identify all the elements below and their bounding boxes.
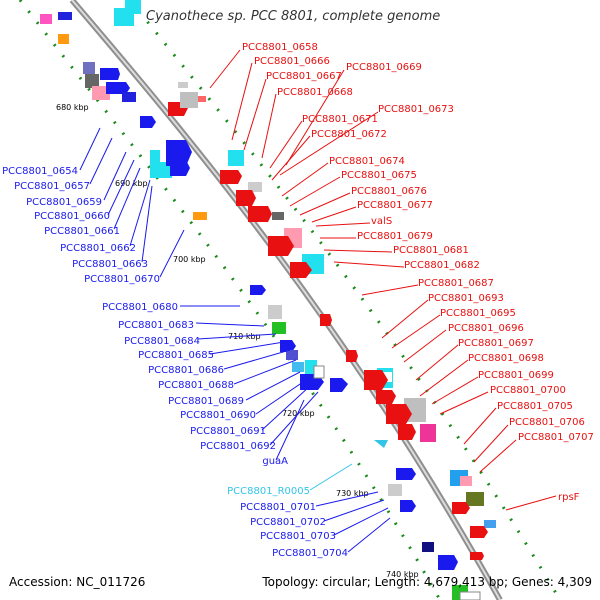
gene-label[interactable]: PCC8801_0661 bbox=[44, 226, 120, 237]
gene-label[interactable]: PCC8801_0666 bbox=[254, 56, 330, 67]
gene-label[interactable]: guaA bbox=[262, 456, 288, 467]
gene-label[interactable]: PCC8801_0697 bbox=[458, 338, 534, 349]
right-labels: PCC8801_0658 PCC8801_0666 PCC8801_0667 P… bbox=[242, 42, 594, 503]
rna-labels: PCC8801_R0005 bbox=[227, 486, 310, 497]
tick-track-inner bbox=[18, 0, 442, 600]
gene-label[interactable]: PCC8801_0681 bbox=[393, 245, 469, 256]
gene-label[interactable]: PCC8801_0682 bbox=[404, 260, 480, 271]
gene-label[interactable]: PCC8801_0707 bbox=[518, 432, 594, 443]
gene-label[interactable]: PCC8801_0670 bbox=[84, 274, 160, 285]
gene-label[interactable]: PCC8801_0669 bbox=[346, 62, 422, 73]
gene-label[interactable]: PCC8801_0686 bbox=[148, 365, 224, 376]
right-leader-lines bbox=[209, 49, 557, 511]
gene-label[interactable]: PCC8801_0687 bbox=[418, 278, 494, 289]
rna-label[interactable]: PCC8801_R0005 bbox=[227, 486, 310, 497]
gene-label[interactable]: PCC8801_0672 bbox=[311, 129, 387, 140]
kbp-marker: 740 kbp bbox=[386, 570, 419, 579]
tick-track-outer bbox=[128, 0, 562, 600]
left-leader-lines bbox=[79, 127, 391, 553]
forward-strand-features bbox=[114, 0, 496, 560]
gene-label[interactable]: PCC8801_0683 bbox=[118, 320, 194, 331]
gene-label[interactable]: PCC8801_0702 bbox=[250, 517, 326, 528]
gene-label[interactable]: PCC8801_0685 bbox=[138, 350, 214, 361]
gene-label[interactable]: PCC8801_0667 bbox=[266, 71, 342, 82]
gene-label[interactable]: PCC8801_0675 bbox=[341, 170, 417, 181]
gene-label[interactable]: PCC8801_0692 bbox=[200, 441, 276, 452]
gene-label[interactable]: PCC8801_0679 bbox=[357, 231, 433, 242]
gene-label[interactable]: PCC8801_0657 bbox=[14, 181, 90, 192]
gene-label[interactable]: PCC8801_0663 bbox=[72, 259, 148, 270]
gene-label[interactable]: valS bbox=[371, 216, 392, 227]
reverse-strand-features bbox=[40, 12, 481, 600]
gene-label[interactable]: PCC8801_0658 bbox=[242, 42, 318, 53]
gene-label[interactable]: PCC8801_0662 bbox=[60, 243, 136, 254]
gene-label[interactable]: PCC8801_0680 bbox=[102, 302, 178, 313]
gene-label[interactable]: PCC8801_0668 bbox=[277, 87, 353, 98]
left-labels: PCC8801_0654 PCC8801_0657 PCC8801_0659 P… bbox=[2, 166, 348, 559]
accession-text: Accession: NC_011726 bbox=[9, 575, 146, 589]
gene-label[interactable]: PCC8801_0704 bbox=[272, 548, 348, 559]
gene-label[interactable]: PCC8801_0684 bbox=[124, 336, 200, 347]
gene-label[interactable]: PCC8801_0659 bbox=[26, 197, 102, 208]
gene-label[interactable]: PCC8801_0677 bbox=[357, 200, 433, 211]
gene-label[interactable]: PCC8801_0689 bbox=[168, 396, 244, 407]
gene-label[interactable]: PCC8801_0698 bbox=[468, 353, 544, 364]
gene-label[interactable]: PCC8801_0691 bbox=[190, 426, 266, 437]
gene-label[interactable]: PCC8801_0688 bbox=[158, 380, 234, 391]
kbp-marker: 700 kbp bbox=[173, 255, 206, 264]
gene-label[interactable]: PCC8801_0693 bbox=[428, 293, 504, 304]
kbp-marker: 680 kbp bbox=[56, 103, 89, 112]
gene-label[interactable]: PCC8801_0690 bbox=[180, 410, 256, 421]
gene-label[interactable]: PCC8801_0676 bbox=[351, 186, 427, 197]
gene-label[interactable]: PCC8801_0703 bbox=[260, 531, 336, 542]
kbp-marker: 690 kbp bbox=[115, 179, 148, 188]
gene-label[interactable]: PCC8801_0705 bbox=[497, 401, 573, 412]
gene-label[interactable]: PCC8801_0700 bbox=[490, 385, 566, 396]
genome-title: Cyanothece sp. PCC 8801, complete genome bbox=[146, 9, 441, 24]
gene-label[interactable]: PCC8801_0699 bbox=[478, 370, 554, 381]
kbp-marker: 730 kbp bbox=[336, 489, 369, 498]
gene-label[interactable]: PCC8801_0673 bbox=[378, 104, 454, 115]
gene-label[interactable]: rpsF bbox=[558, 492, 580, 503]
gene-label[interactable]: PCC8801_0654 bbox=[2, 166, 78, 177]
gene-label[interactable]: PCC8801_0674 bbox=[329, 156, 405, 167]
gene-label[interactable]: PCC8801_0660 bbox=[34, 211, 110, 222]
rna-leader-lines bbox=[309, 463, 353, 491]
gene-label[interactable]: PCC8801_0695 bbox=[440, 308, 516, 319]
gene-label[interactable]: PCC8801_0671 bbox=[302, 114, 378, 125]
gene-label[interactable]: PCC8801_0696 bbox=[448, 323, 524, 334]
gene-label[interactable]: PCC8801_0706 bbox=[509, 417, 585, 428]
topology-text: Topology: circular; Length: 4,679,413 bp… bbox=[262, 575, 592, 589]
gene-label[interactable]: PCC8801_0701 bbox=[240, 502, 316, 513]
